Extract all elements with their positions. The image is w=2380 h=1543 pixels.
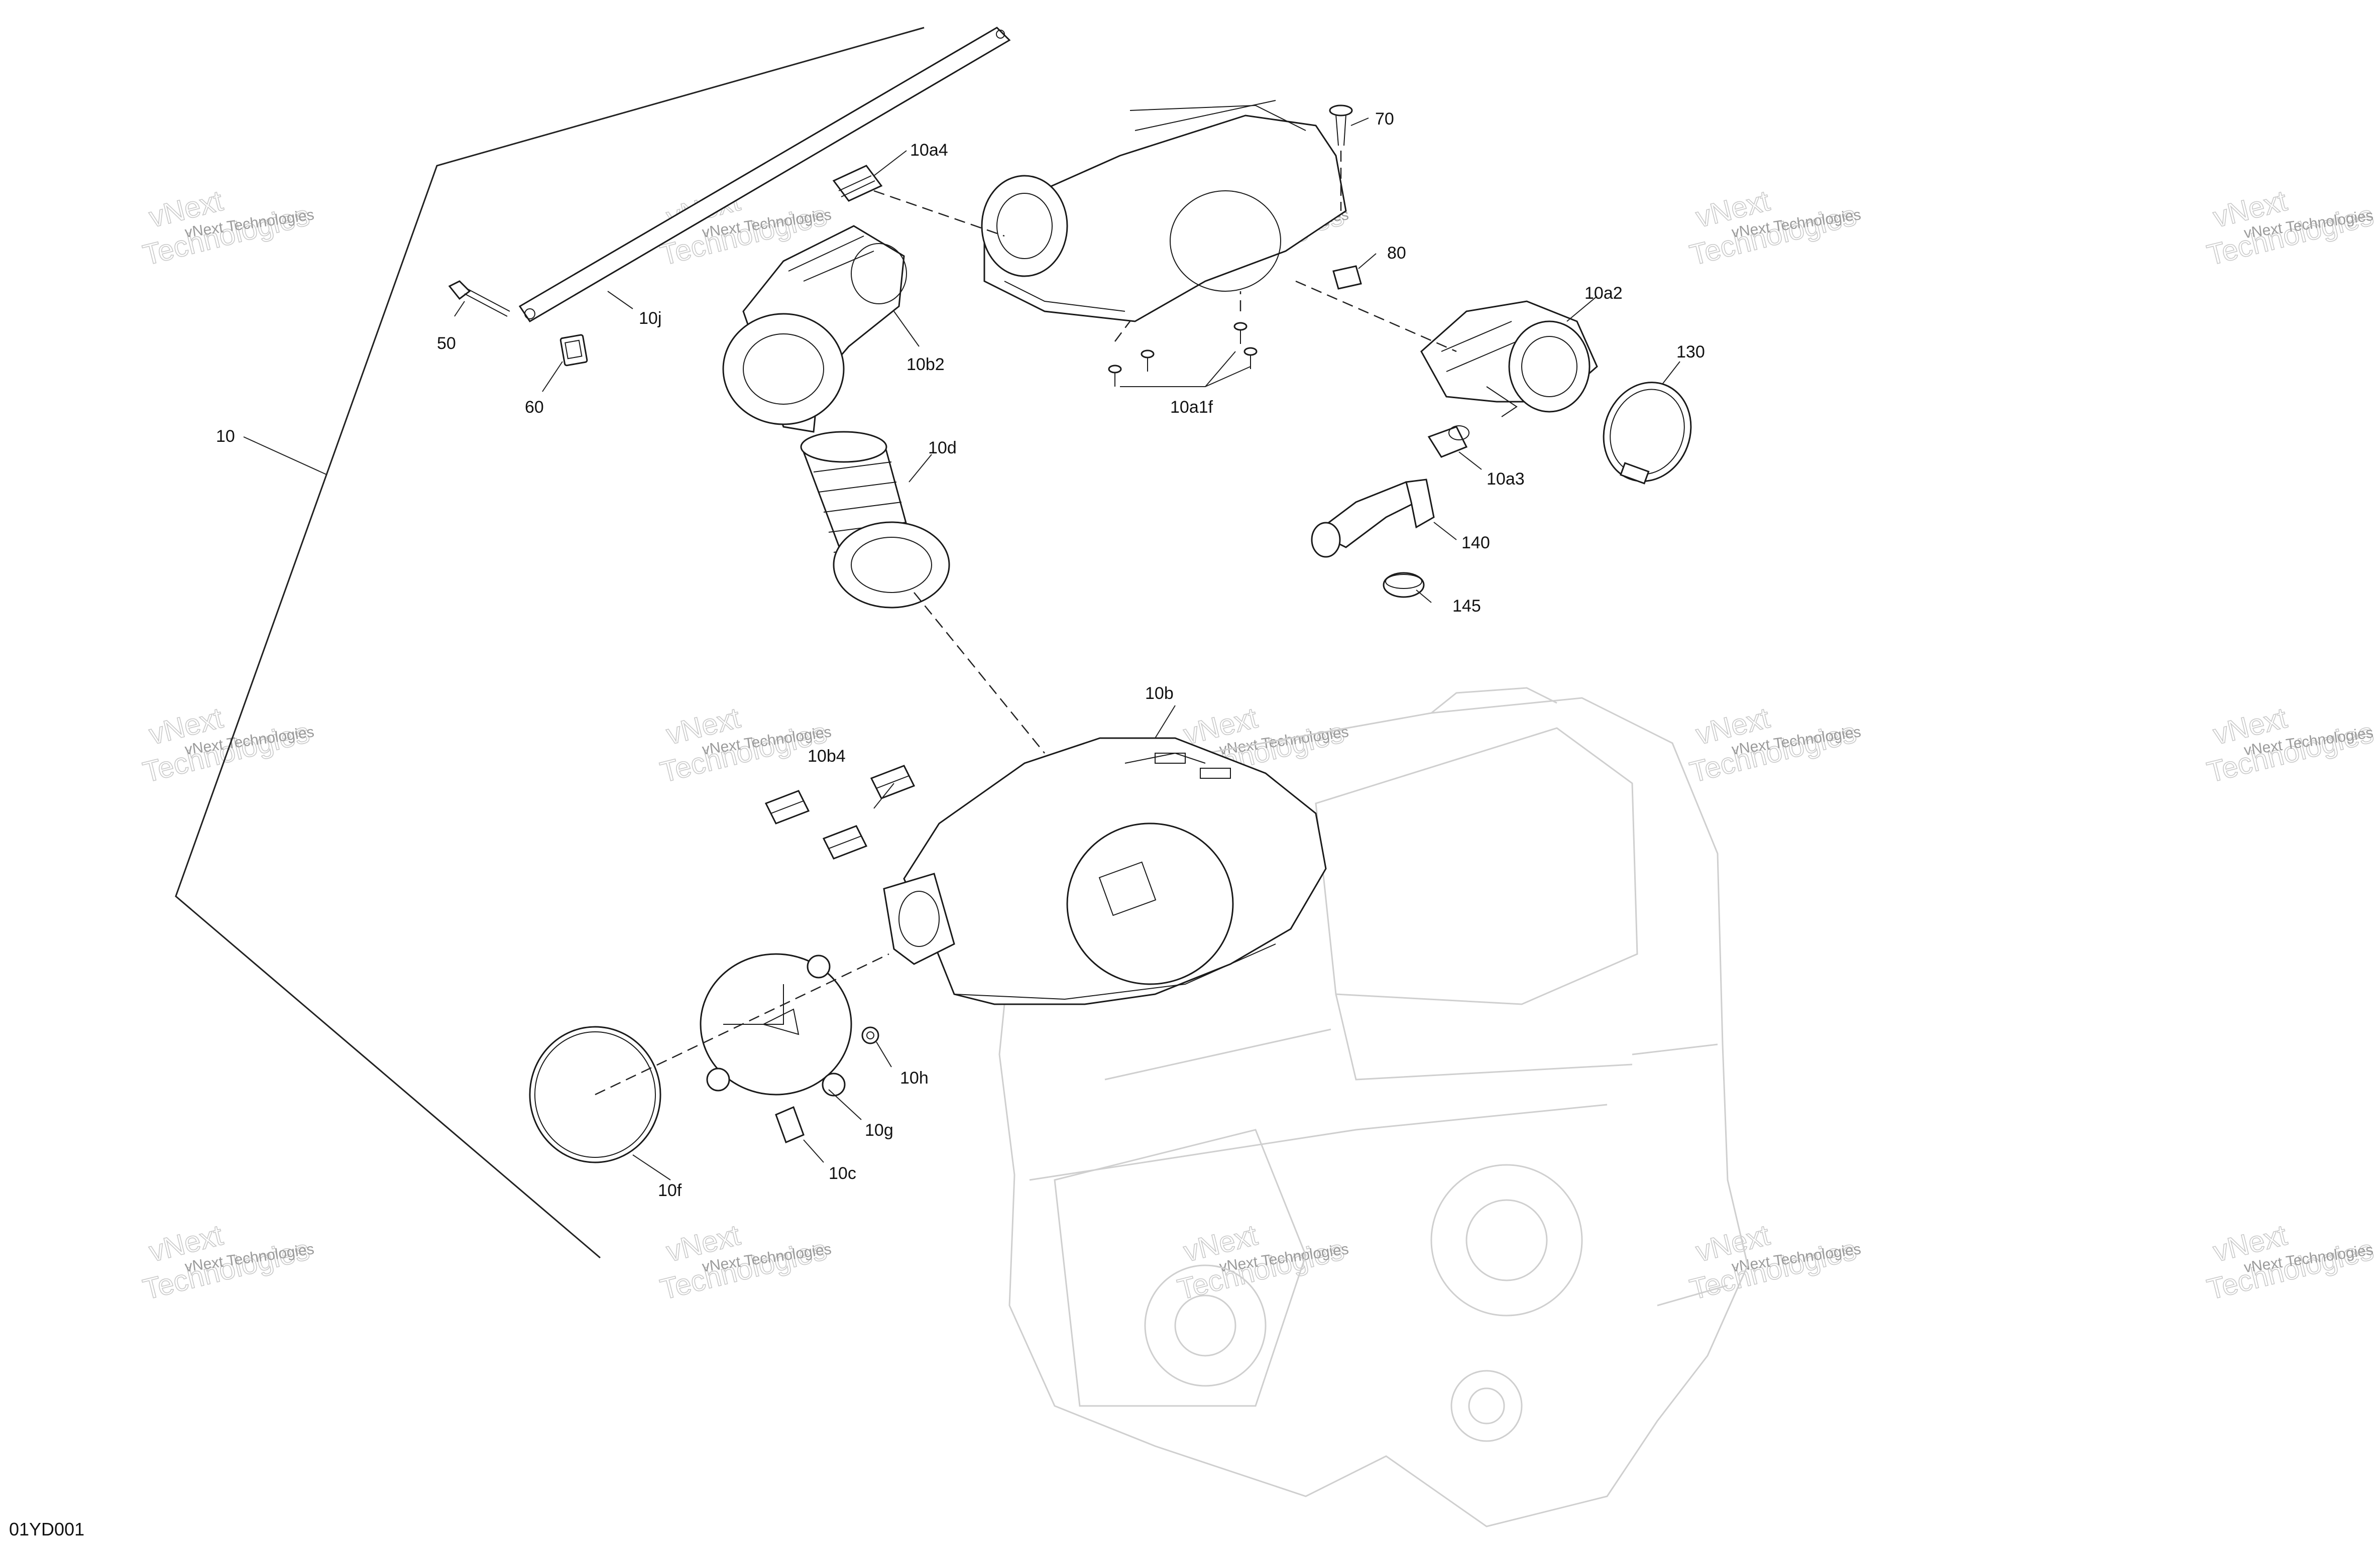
- filter-mesh: [813, 461, 910, 553]
- watermark: vNext Technologies vNext Technologies: [656, 1218, 832, 1307]
- callout-10a2: 10a2: [1584, 284, 1623, 303]
- clip-nut-60: [559, 334, 588, 367]
- callout-60: 60: [525, 398, 544, 417]
- center-lines: [595, 151, 1457, 1096]
- fitting-10a3: [1427, 425, 1469, 458]
- callout-10: 10: [216, 427, 235, 446]
- callout-145: 145: [1452, 597, 1481, 616]
- callout-10a4: 10a4: [910, 141, 948, 160]
- callout-10c: 10c: [829, 1164, 856, 1183]
- screw-50: [448, 280, 510, 317]
- callout-10b4: 10b4: [808, 747, 846, 766]
- watermark: vNext Technologies vNext Technologies: [139, 701, 315, 789]
- callout-70: 70: [1375, 109, 1394, 129]
- strap: [518, 27, 1011, 323]
- watermark: vNext Technologies vNext Technologies: [139, 1218, 315, 1307]
- drawing-code: 01YD001: [9, 1519, 84, 1539]
- clip-80: [1332, 265, 1362, 290]
- callout-10h: 10h: [900, 1069, 929, 1088]
- callout-10g: 10g: [865, 1121, 893, 1140]
- callout-10b: 10b: [1145, 684, 1174, 703]
- watermark: vNext Technologies vNext Technologies: [1686, 701, 1862, 789]
- watermark: vNext Technologies vNext Technologies: [656, 701, 832, 789]
- callout-10a1f: 10a1f: [1170, 398, 1213, 417]
- callout-130: 130: [1676, 342, 1705, 362]
- watermark: vNext Technologies vNext Technologies: [2203, 1218, 2377, 1307]
- watermark: vNext Technologies vNext Technologies: [1686, 184, 1862, 272]
- callout-10a3: 10a3: [1487, 469, 1525, 489]
- cap-145: [1383, 572, 1425, 598]
- clips-10b4: [764, 765, 916, 860]
- watermark: vNext Technologies vNext Technologies: [1174, 1218, 1349, 1307]
- clip-10a4: [832, 165, 883, 202]
- watermark: vNext Technologies vNext Technologies: [1686, 1218, 1862, 1307]
- filter-cartridge: [800, 431, 950, 609]
- callout-10b2: 10b2: [906, 355, 945, 374]
- clamp-130: [1603, 382, 1692, 485]
- engine-ghost: [998, 687, 1749, 1527]
- callout-80: 80: [1387, 244, 1406, 263]
- clip-10c: [775, 1106, 805, 1144]
- washer-10h: [861, 1026, 879, 1044]
- cover-10g: [700, 953, 852, 1097]
- watermark: vNext Technologies vNext Technologies: [139, 184, 315, 272]
- screws-10a1f: [1108, 322, 1258, 387]
- lower-airbox: [883, 737, 1327, 1005]
- callout-10j: 10j: [639, 309, 661, 328]
- callout-10d: 10d: [928, 438, 957, 457]
- watermark: vNext Technologies vNext Technologies: [2203, 701, 2377, 789]
- leader-lines: [454, 117, 1680, 1180]
- callout-10f: 10f: [658, 1181, 682, 1200]
- upper-airbox: [981, 100, 1347, 322]
- bolt-70: [1329, 104, 1353, 146]
- callout-140: 140: [1461, 533, 1490, 552]
- assembly-bracket: [175, 27, 925, 1259]
- hose-140: [1311, 479, 1435, 558]
- callout-50: 50: [437, 334, 456, 353]
- elbow-duct: [722, 225, 907, 433]
- outlet-duct: [1420, 300, 1598, 417]
- watermark: vNext Technologies vNext Technologies: [2203, 184, 2377, 272]
- callout-labels: 10 10j 50 60 10a4 10b2 70 80 10a1f 10a2 …: [216, 109, 1705, 1200]
